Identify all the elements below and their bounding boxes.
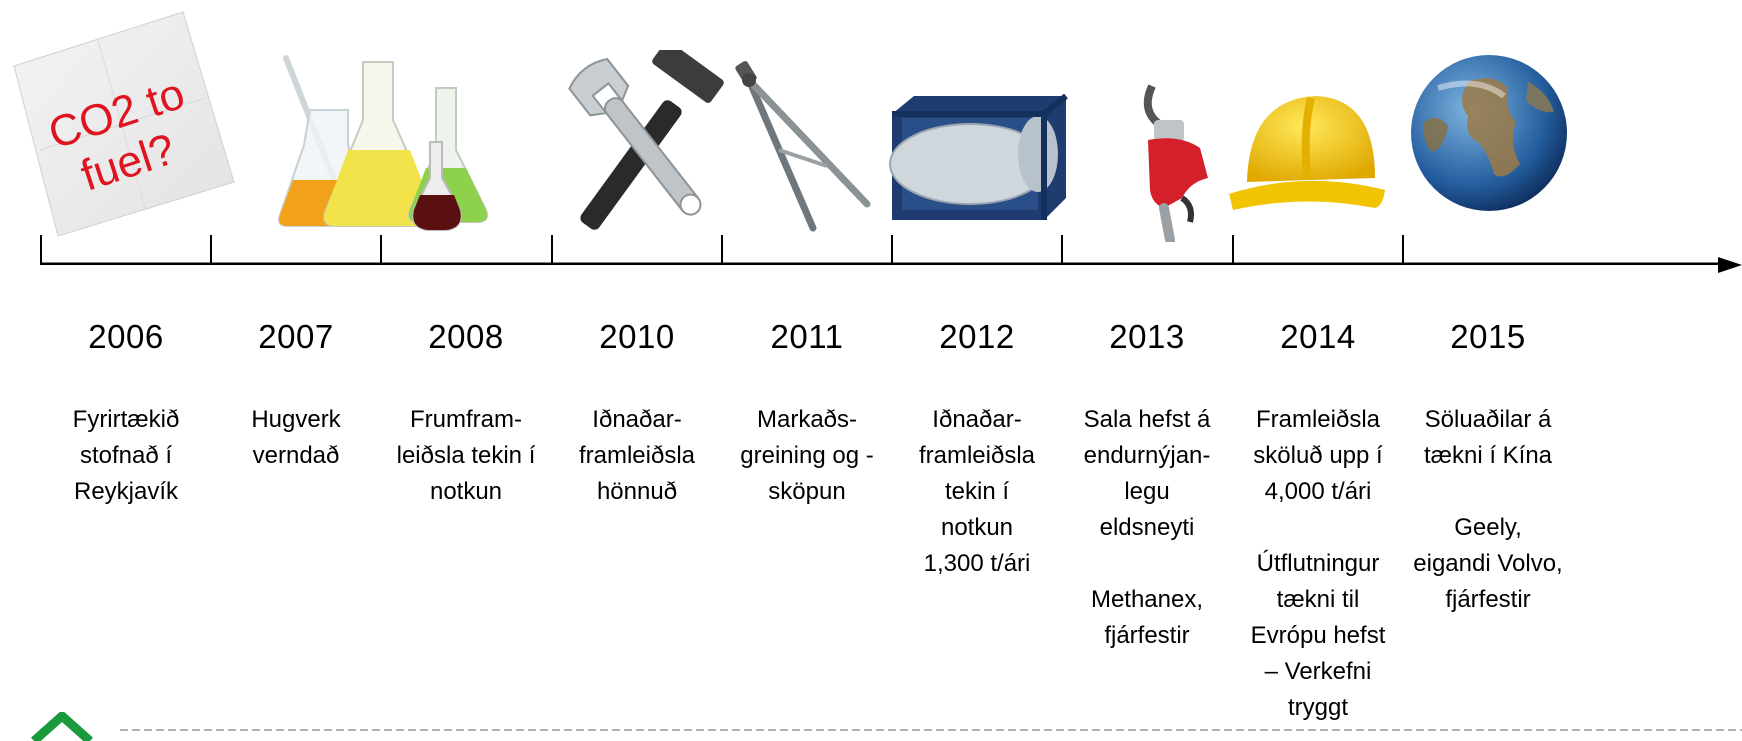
milestone-description: Söluaðilar á tækni í Kína Geely, eigandi… xyxy=(1413,406,1563,613)
wrench-hammer-icon xyxy=(568,50,724,230)
napkin-sketch-icon: CO2 to fuel? xyxy=(13,11,235,237)
milestone-description: Hugverk verndað xyxy=(251,406,341,469)
year-label: 2010 xyxy=(599,318,675,355)
footer-dashed-rule xyxy=(120,729,1742,731)
milestone-description: Fyrirtækið stofnað í Reykjavík xyxy=(72,406,180,505)
year-label: 2014 xyxy=(1280,318,1356,355)
lab-flasks-icon xyxy=(278,55,488,231)
milestone-description: Frumfram- leiðsla tekin í notkun xyxy=(396,406,536,505)
timeline-axis xyxy=(40,235,1725,265)
milestone-description: Sala hefst á endurnýjan- legu eldsneyti … xyxy=(1083,406,1211,649)
year-label: 2011 xyxy=(770,318,844,355)
year-label: 2013 xyxy=(1109,318,1185,355)
year-label: 2006 xyxy=(88,318,164,355)
year-label: 2015 xyxy=(1450,318,1526,355)
recycle-logo-icon xyxy=(31,712,93,741)
year-label: 2007 xyxy=(258,318,334,355)
milestone-description: Iðnaðar- framleiðsla tekin í notkun 1,30… xyxy=(918,406,1036,577)
iso-tank-container-icon xyxy=(889,93,1068,220)
milestone-description: Framleiðsla sköluð upp í 4,000 t/ári Útf… xyxy=(1250,406,1386,721)
hard-hat-icon xyxy=(1229,96,1385,210)
year-label: 2008 xyxy=(428,318,504,355)
milestone-description: Iðnaðar- framleiðsla hönnuð xyxy=(578,406,696,505)
drafting-compass-icon xyxy=(735,61,871,232)
milestone-description: Markaðs- greining og - sköpun xyxy=(740,406,874,505)
year-label: 2012 xyxy=(939,318,1015,355)
globe-icon xyxy=(1411,55,1567,211)
fuel-nozzle-icon xyxy=(1143,84,1208,242)
timeline-arrowhead xyxy=(1718,257,1742,273)
